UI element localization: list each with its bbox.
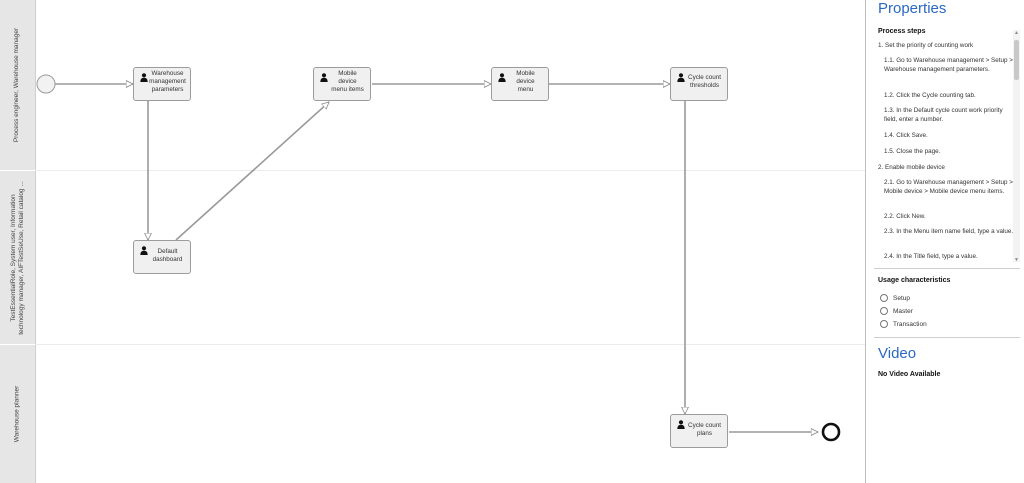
person-icon	[498, 73, 506, 82]
step-item: 2.2. Click New.	[884, 213, 926, 220]
step-item: 2. Enable mobile device	[878, 164, 945, 171]
step-item: 2.1. Go to Warehouse management > Setup …	[884, 179, 1013, 195]
step-item: 2.4. In the Title field, type a value.	[884, 253, 978, 260]
section-divider	[874, 337, 1020, 338]
step-item: 1.1. Go to Warehouse management > Setup …	[884, 57, 1013, 73]
connectors	[36, 74, 841, 442]
person-icon	[320, 73, 328, 82]
process-steps-label: Process steps	[878, 28, 926, 35]
node-label: Cycle count plans	[688, 422, 721, 437]
steps-scrollbar-thumb[interactable]	[1014, 40, 1019, 80]
scroll-down-icon[interactable]: ▼	[1014, 257, 1019, 263]
steps-scrollbar[interactable]	[1013, 30, 1020, 262]
radio-label: Setup	[893, 294, 910, 302]
properties-title: Properties	[878, 0, 947, 17]
lane-separator	[35, 170, 866, 171]
node-cycle-count-thresholds[interactable]: Cycle count thresholds	[670, 67, 728, 101]
node-label: Mobile device menu	[516, 70, 535, 93]
step-item: 2.3. In the Menu item name field, type a…	[884, 228, 1014, 235]
scroll-up-icon[interactable]: ▲	[1014, 30, 1019, 36]
radio-icon[interactable]	[880, 294, 888, 302]
node-default-dashboard[interactable]: Default dashboard	[133, 240, 191, 274]
step-item: 1.2. Click the Cycle counting tab.	[884, 92, 976, 99]
section-divider	[874, 268, 1020, 269]
radio-label: Transaction	[893, 320, 927, 328]
person-icon	[677, 420, 685, 429]
panel-divider	[865, 0, 866, 483]
no-video-text: No Video Available	[878, 371, 941, 378]
node-label: Cycle count thresholds	[688, 74, 721, 89]
node-cycle-count-plans[interactable]: Cycle count plans	[670, 414, 728, 448]
end-event	[821, 422, 841, 442]
step-item: 1.5. Close the page.	[884, 148, 941, 155]
usage-radio-transaction[interactable]: Transaction	[880, 320, 927, 328]
person-icon	[677, 73, 685, 82]
radio-icon[interactable]	[880, 320, 888, 328]
usage-characteristics-label: Usage characteristics	[878, 277, 951, 284]
node-label: Warehouse management parameters	[149, 70, 186, 93]
video-title: Video	[878, 345, 917, 362]
person-icon	[140, 73, 148, 82]
radio-label: Master	[893, 307, 913, 315]
lane-header-3	[0, 345, 36, 483]
lane-separator	[35, 344, 866, 345]
step-item: 1. Set the priority of counting work	[878, 42, 974, 49]
node-mobile-device-menu-items[interactable]: Mobile device menu items	[313, 67, 371, 101]
step-item: 1.4. Click Save.	[884, 132, 928, 139]
edge-default-dashboard-to-menu-items	[175, 102, 329, 241]
usage-radio-setup[interactable]: Setup	[880, 294, 910, 302]
step-item: 1.3. In the Default cycle count work pri…	[884, 107, 1003, 123]
node-label: Mobile device menu items	[331, 70, 364, 93]
node-label: Default dashboard	[152, 248, 183, 263]
lane-header-2	[0, 171, 36, 344]
node-mobile-device-menu[interactable]: Mobile device menu	[491, 67, 549, 101]
properties-panel: Properties	[866, 0, 1024, 483]
usage-radio-master[interactable]: Master	[880, 307, 913, 315]
process-diagram-canvas[interactable]: Process engineer, Warehouse manager Test…	[0, 0, 866, 483]
start-event	[36, 74, 56, 94]
radio-icon[interactable]	[880, 307, 888, 315]
lane-header-1	[0, 0, 36, 170]
person-icon	[140, 246, 148, 255]
node-warehouse-management-parameters[interactable]: Warehouse management parameters	[133, 67, 191, 101]
